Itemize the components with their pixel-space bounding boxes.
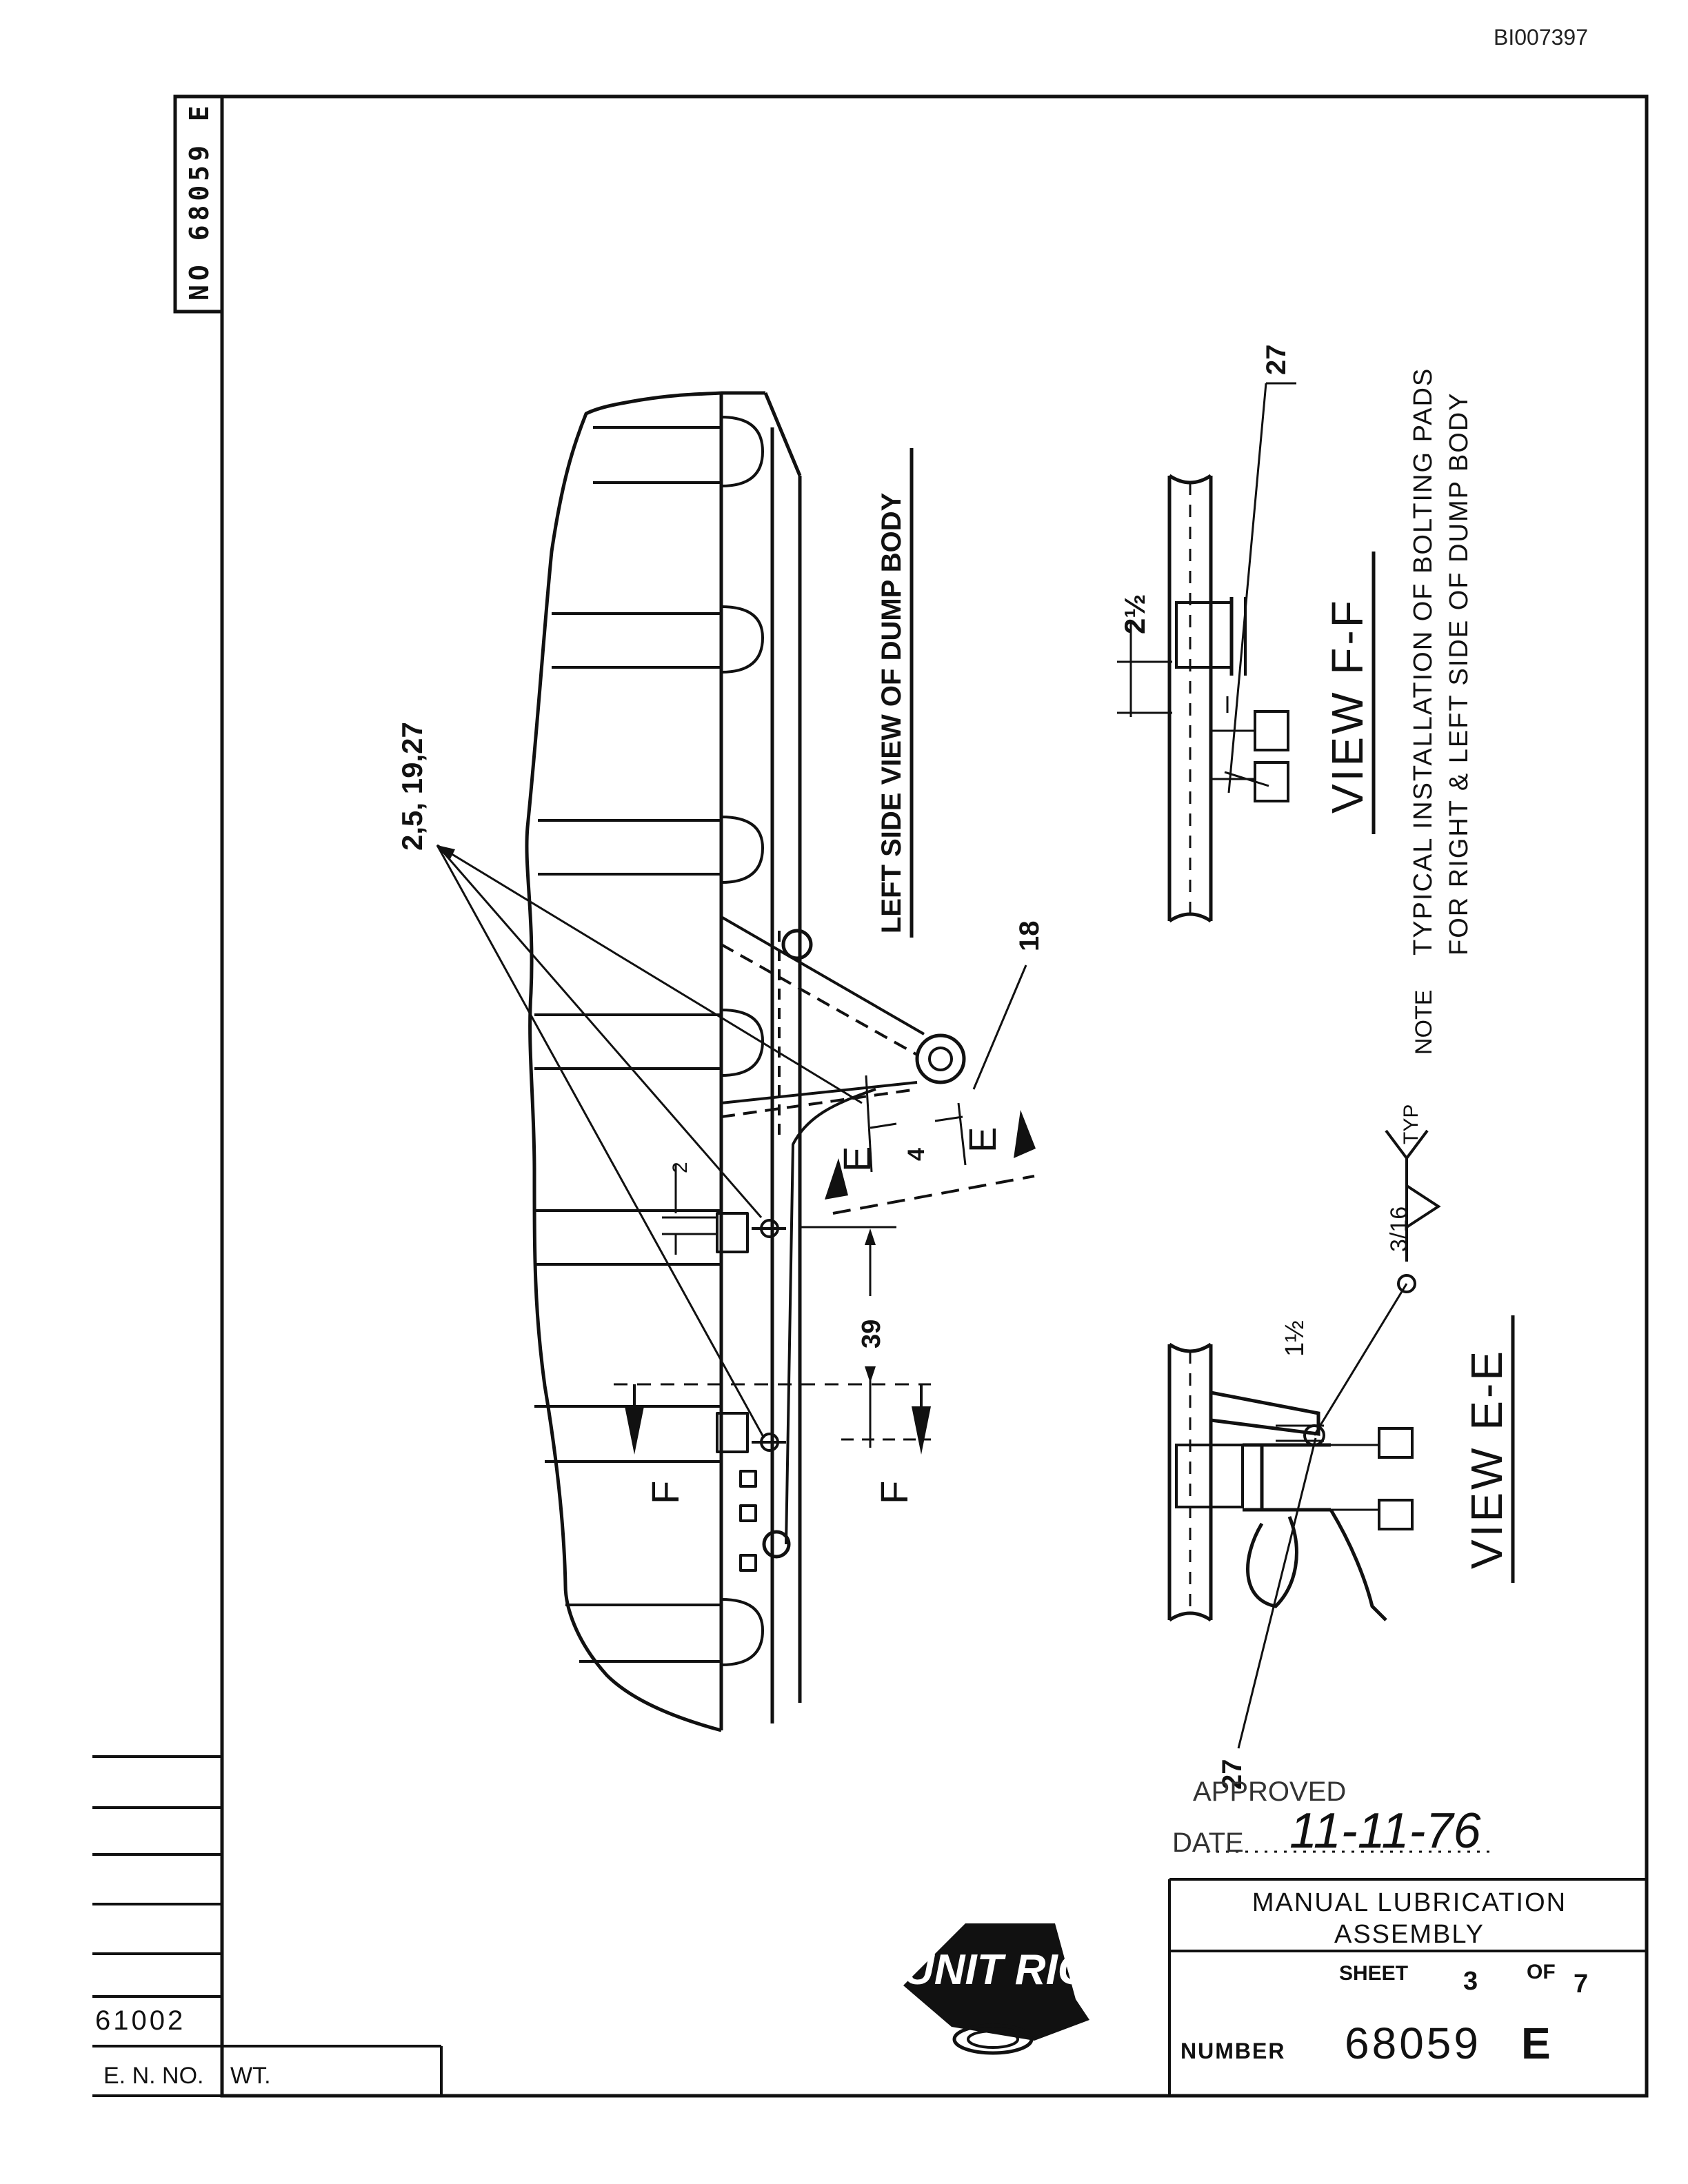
title-block-frame [1168,1878,1647,2096]
of-label: OF [1527,1961,1556,1983]
sheet-number: 3 [1463,1967,1478,1996]
document-id: BI007397 [1494,25,1589,50]
number-value: 68059 [1345,2019,1481,2068]
view-ee-drawing [1167,1129,1515,1749]
note-line-1: TYPICAL INSTALLATION OF BOLTING PADS [1409,367,1438,956]
callout-parts-main: 2,5, 19,27 [396,722,428,851]
dim-39: 39 [857,1320,886,1348]
date-label: DATE [1172,1828,1244,1858]
weld-typ: TYP [1400,1104,1423,1144]
section-label-e-left: E [835,1146,878,1172]
date-value: 11-11-76 [1289,1803,1481,1859]
sheet-label: SHEET [1339,1962,1408,1985]
dump-body-side-view [436,391,1036,1732]
dim-2-half: 2½ [1118,594,1151,634]
en-number-label: E. N. NO. [103,2063,203,2089]
view-ff-drawing [1117,382,1376,923]
approved-label: APPROVED [1193,1777,1346,1807]
weld-size: 3/16 [1386,1206,1412,1252]
callout-part-27-bottom: 27 [1217,1759,1247,1790]
view-main-title: LEFT SIDE VIEW OF DUMP BODY [876,492,907,933]
view-ff-title: VIEW F-F [1323,598,1372,813]
sheet-border [220,94,1649,2098]
section-label-e-right: E [961,1127,1004,1153]
side-number-box [173,94,224,314]
note-label: NOTE [1411,990,1437,1055]
en-number-value: 61002 [95,2005,185,2036]
title-line-1: MANUAL LUBRICATION [1252,1888,1567,1917]
view-ee-title: VIEW E-E [1462,1348,1511,1569]
weight-label: WT. [230,2063,271,2089]
dim-1-half: 1½ [1280,1320,1309,1357]
side-number: NO 68059 E [184,101,214,301]
callout-part-18: 18 [1014,921,1045,952]
dim-2: 2 [669,1162,692,1173]
revision-letter: E [1521,2019,1551,2068]
logo-text: UNIT RIG [903,1946,1091,1994]
note-line-2: FOR RIGHT & LEFT SIDE OF DUMP BODY [1445,392,1474,956]
revision-ladder [92,1755,443,2097]
section-label-f-left: F [643,1481,687,1504]
unit-rig-logo: UNIT RIG [903,1923,1091,2055]
callout-part-27-top: 27 [1261,345,1292,376]
title-line-2: ASSEMBLY [1334,1920,1485,1949]
sheet-total: 7 [1574,1970,1588,1999]
dim-4: 4 [903,1148,930,1161]
section-label-f-right: F [872,1481,916,1504]
number-label: NUMBER [1180,2039,1285,2063]
